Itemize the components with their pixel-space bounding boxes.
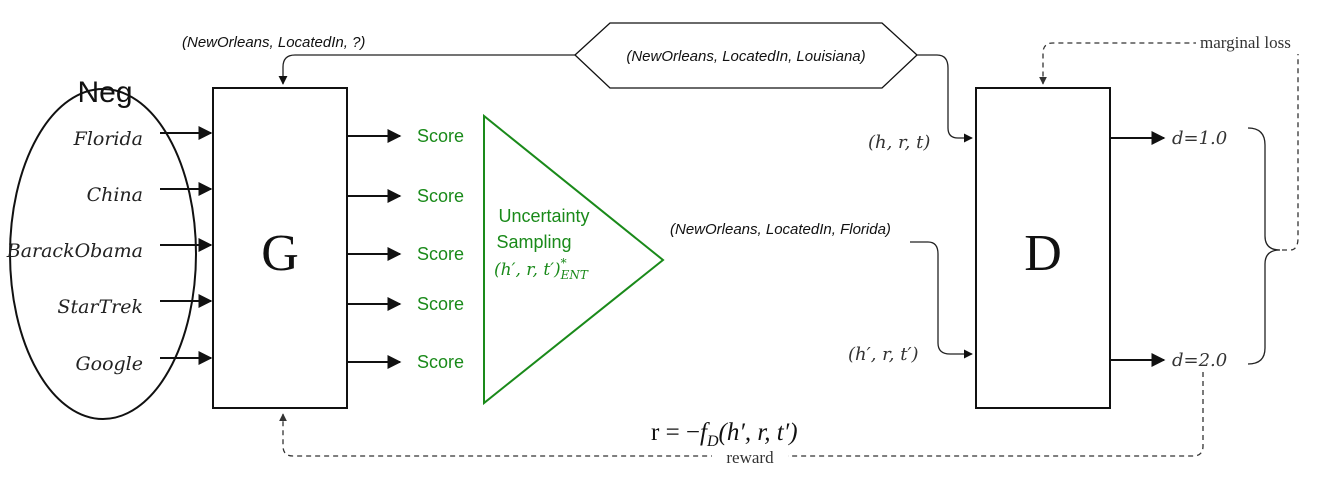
reward-label-bg [712, 446, 788, 468]
negative-to-discriminator-line [910, 241, 973, 359]
reward-label: reward [726, 448, 774, 467]
positive-triple: (NewOrleans, LocatedIn, Louisiana) [626, 48, 865, 65]
d-output-neg: d=2.0 [1172, 350, 1227, 371]
neg-ellipse [9, 88, 197, 420]
neg-entity: China [87, 184, 143, 206]
discriminator-label: D [1024, 225, 1062, 282]
positive-to-discriminator-line [917, 54, 973, 143]
marginal-loss-label: marginal loss [1200, 33, 1291, 52]
reward-formula-sub: D [706, 433, 719, 450]
neg-entity: BarackObama [6, 240, 143, 262]
positive-input-label: (h, r, t) [868, 132, 930, 153]
score-label: Score [417, 126, 464, 146]
sampler-formula: (h′, r, t′)*ENT [494, 256, 589, 282]
sampler-formula-sub: ENT [560, 268, 589, 282]
neg-entity: Florida [73, 128, 143, 150]
query-triple: (NewOrleans, LocatedIn, ?) [182, 34, 365, 51]
negative-triple: (NewOrleans, LocatedIn, Florida) [670, 221, 891, 238]
score-label: Score [417, 244, 464, 264]
neg-entity: StarTrek [57, 296, 143, 318]
d-output-pos: d=1.0 [1172, 128, 1227, 149]
uncertainty-sampling-triangle [483, 113, 665, 406]
score-label: Score [417, 352, 464, 372]
reward-formula-f: f [700, 419, 710, 446]
reward-formula-lhs: r = − [651, 419, 700, 446]
sampler-formula-main: (h′, r, t′) [494, 260, 561, 280]
discriminator-box [975, 87, 1111, 409]
score-label: Score [417, 186, 464, 206]
reward-formula-args: (h′, r, t′) [719, 419, 798, 446]
neg-input-arrows [160, 126, 213, 365]
sampler-formula-sup: * [561, 256, 567, 270]
negative-input-label: (h′, r, t′) [848, 344, 919, 365]
sampler-line2: Sampling [496, 232, 571, 252]
score-label: Score [417, 294, 464, 314]
sampler-line1: Uncertainty [498, 206, 589, 226]
neg-entity: Google [75, 353, 143, 375]
generator-box [212, 87, 348, 409]
reward-formula: r = −fD(h′, r, t′) [651, 419, 798, 450]
marginal-loss-label-bg [1196, 32, 1308, 54]
score-output-arrows [347, 129, 402, 369]
generator-label: G [261, 225, 299, 282]
outputs-brace [1247, 127, 1281, 365]
positive-to-generator-line [278, 54, 575, 85]
